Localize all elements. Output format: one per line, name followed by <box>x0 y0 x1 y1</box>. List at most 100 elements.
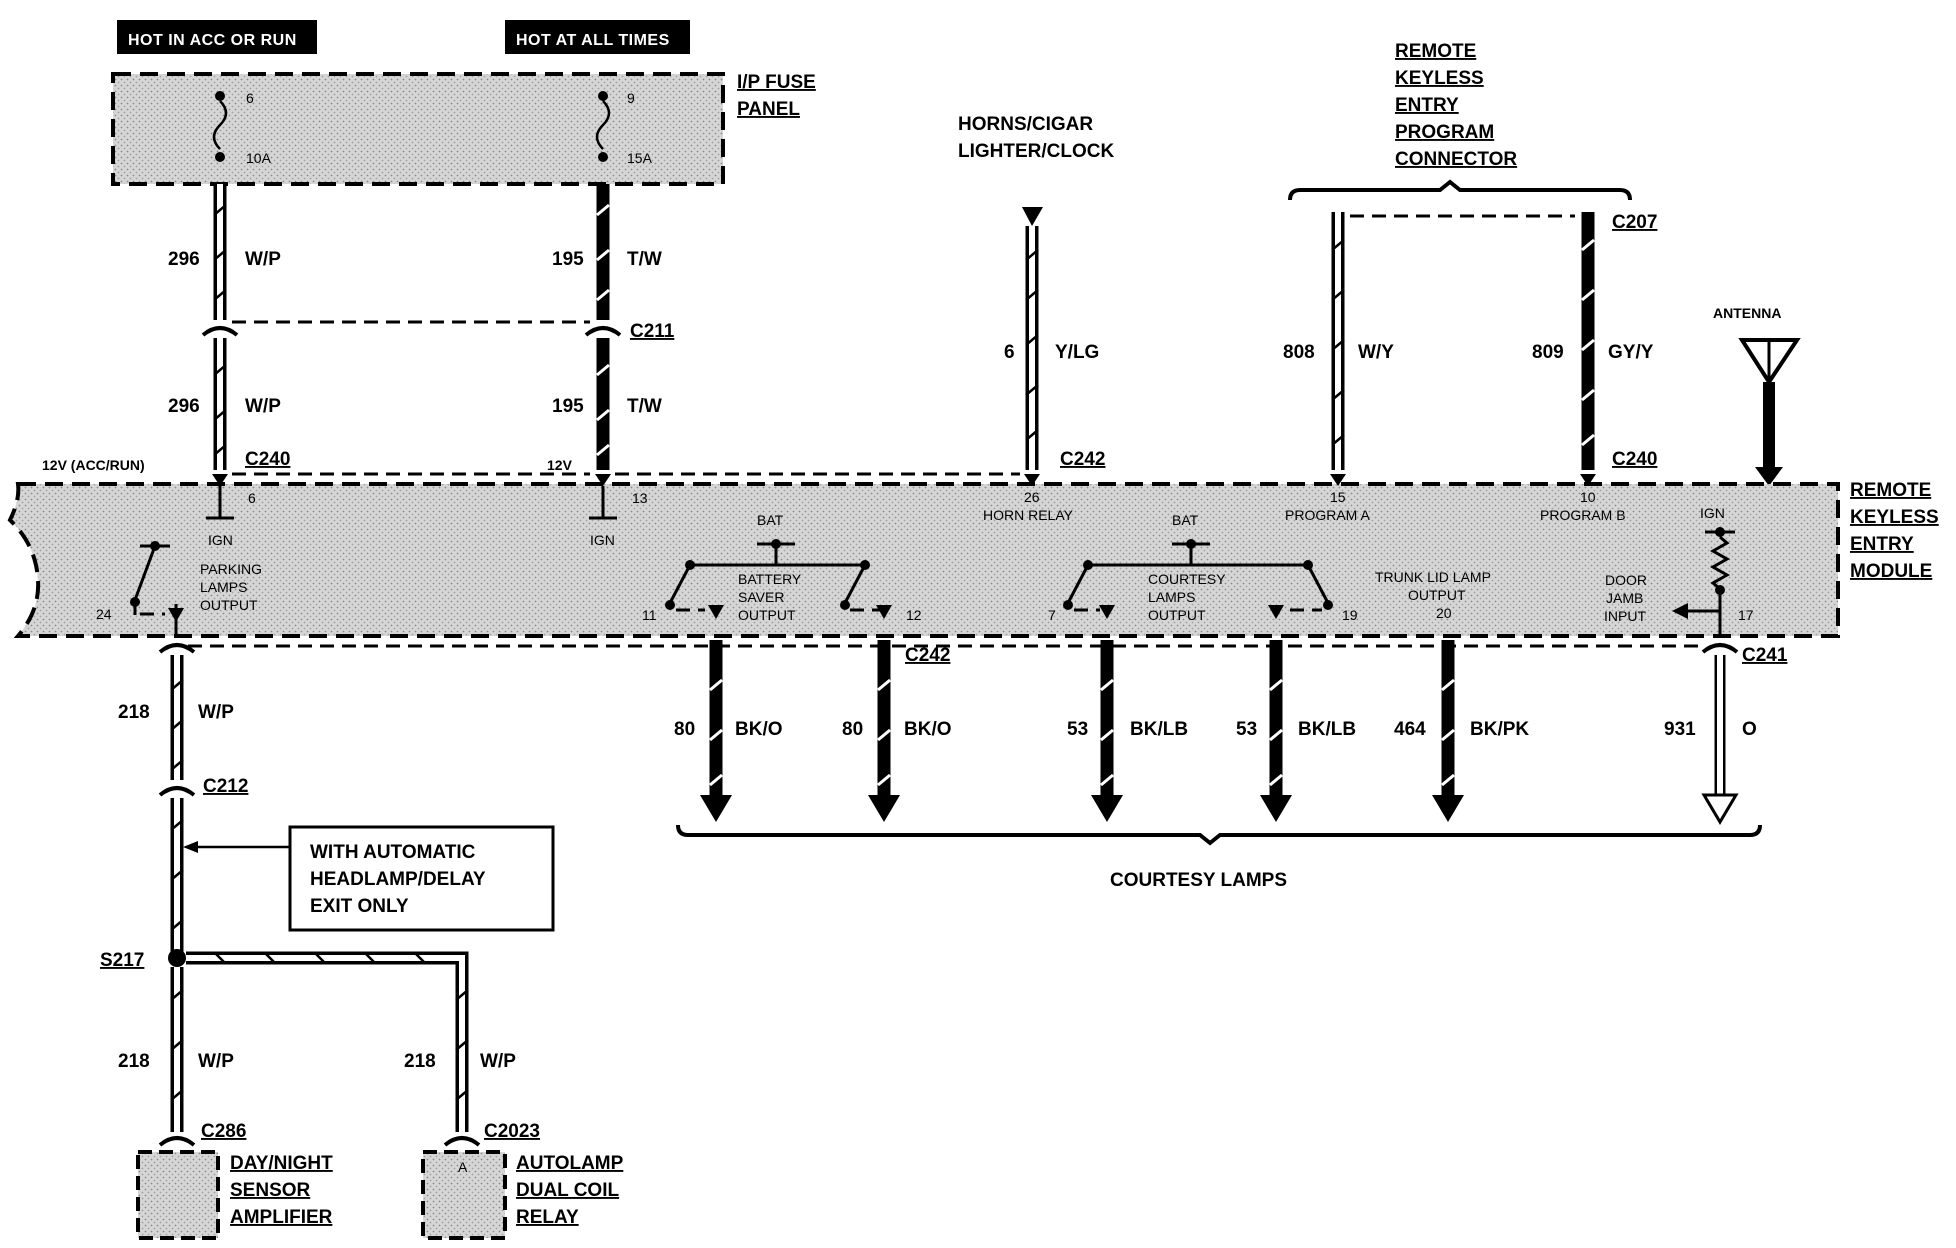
wire-195 <box>584 184 622 470</box>
c241-label: C241 <box>1742 645 1788 666</box>
wire-296b-number: 296 <box>168 396 200 417</box>
pin12-label: 12 <box>906 607 922 623</box>
wire-53a-number: 53 <box>1067 719 1088 740</box>
horns-label-2: LIGHTER/CLOCK <box>958 141 1114 162</box>
c286-label: C286 <box>201 1121 246 1142</box>
ign2-label: IGN <box>590 532 615 548</box>
wire-808-number: 808 <box>1283 342 1315 363</box>
v12-label: 12V <box>547 457 573 473</box>
autolamp-label-1: AUTOLAMP <box>516 1153 624 1174</box>
pin19-label: 19 <box>1342 607 1358 623</box>
pin15-label: 15 <box>1330 489 1346 505</box>
ip-fuse-panel: 6 10A 9 15A <box>111 72 725 186</box>
c242-bottom-label: C242 <box>905 645 950 666</box>
courtesy-label-1: COURTESY <box>1148 571 1226 587</box>
wire-80b-number: 80 <box>842 719 863 740</box>
pin17-label: 17 <box>1738 607 1754 623</box>
fuse-panel-title-2: PANEL <box>737 99 800 120</box>
wire-296-color: W/P <box>245 249 281 270</box>
wire-195b-color: T/W <box>627 396 662 417</box>
wire-809-color: GY/Y <box>1608 342 1654 363</box>
v12-accrun-label: 12V (ACC/RUN) <box>42 457 145 473</box>
wire-218b-color: W/P <box>198 1051 234 1072</box>
wire-218c-number: 218 <box>404 1051 436 1072</box>
wire-464-color: BK/PK <box>1470 719 1529 740</box>
wire-808 <box>1331 212 1345 470</box>
wire-80a-number: 80 <box>674 719 695 740</box>
rke-prog-title-5: CONNECTOR <box>1395 149 1517 170</box>
rke-prog-title-2: KEYLESS <box>1395 68 1484 89</box>
header-hot-acc-run-label: HOT IN ACC OR RUN <box>128 32 297 49</box>
courtesy-lamps-switch-symbol <box>1063 539 1333 619</box>
wire-931-number: 931 <box>1664 719 1696 740</box>
wire-464 <box>1432 640 1464 822</box>
daynight-label-1: DAY/NIGHT <box>230 1153 333 1174</box>
header-hot-acc-run: HOT IN ACC OR RUN <box>117 20 317 54</box>
header-hot-all-times: HOT AT ALL TIMES <box>505 20 690 54</box>
rke-prog-bracket <box>1288 179 1632 201</box>
horns-label-1: HORNS/CIGAR <box>958 114 1093 135</box>
wire-218c-color: W/P <box>480 1051 516 1072</box>
automatic-headlamp-note-box: WITH AUTOMATIC HEADLAMP/DELAY EXIT ONLY <box>183 825 555 932</box>
wire-218 <box>158 643 196 1147</box>
battery-label-2: SAVER <box>738 589 784 605</box>
c242-top-label: C242 <box>1060 449 1105 470</box>
c211-label: C211 <box>630 321 675 342</box>
fuse-panel-title-1: I/P FUSE <box>737 72 816 93</box>
antenna-label: ANTENNA <box>1713 305 1781 321</box>
wire-53b-color: BK/LB <box>1298 719 1356 740</box>
battery-saver-switch-symbol <box>665 539 892 619</box>
module-title-2: KEYLESS <box>1850 507 1939 528</box>
antenna-icon <box>1738 338 1801 486</box>
wire-296 <box>201 184 239 470</box>
wire-53a-color: BK/LB <box>1130 719 1188 740</box>
wire-218-branch <box>186 951 481 1147</box>
rke-prog-title-4: PROGRAM <box>1395 122 1494 143</box>
wire-53a <box>1091 640 1123 822</box>
wire-80b <box>868 640 900 822</box>
fuse1-rating: 10A <box>246 150 272 166</box>
pin6-ign-symbol <box>206 474 234 520</box>
wire-218-color: W/P <box>198 702 234 723</box>
rke-prog-title-3: ENTRY <box>1395 95 1459 116</box>
header-hot-all-times-label: HOT AT ALL TIMES <box>516 32 670 49</box>
trunk-label-1: TRUNK LID LAMP <box>1375 569 1491 585</box>
note-line-1: WITH AUTOMATIC <box>310 842 476 863</box>
courtesy-label-3: OUTPUT <box>1148 607 1206 623</box>
program-b-label: PROGRAM B <box>1540 507 1626 523</box>
wire-296b-color: W/P <box>245 396 281 417</box>
courtesy-lamps-bracket <box>676 824 1762 846</box>
autolamp-label-3: RELAY <box>516 1207 579 1228</box>
autolamp-label-2: DUAL COIL <box>516 1180 619 1201</box>
wire-6-color: Y/LG <box>1055 342 1099 363</box>
wire-80b-color: BK/O <box>904 719 952 740</box>
parking-label-3: OUTPUT <box>200 597 258 613</box>
pin6-label: 6 <box>248 490 256 506</box>
battery-label-3: OUTPUT <box>738 607 796 623</box>
c240-right-label: C240 <box>1612 449 1657 470</box>
wire-195b-number: 195 <box>552 396 584 417</box>
ign1-label: IGN <box>208 532 233 548</box>
pin13-label: 13 <box>632 490 648 506</box>
wire-931 <box>1701 643 1739 825</box>
bat2-label: BAT <box>1172 512 1199 528</box>
wire-80a <box>700 640 732 822</box>
wire-218b-number: 218 <box>118 1051 150 1072</box>
fuse2-number: 9 <box>627 90 635 106</box>
daynight-label-3: AMPLIFIER <box>230 1207 333 1228</box>
pin20-label: 20 <box>1436 605 1452 621</box>
module-title-4: MODULE <box>1850 561 1932 582</box>
note-line-3: EXIT ONLY <box>310 896 409 917</box>
program-a-label: PROGRAM A <box>1285 507 1370 523</box>
c2023-label: C2023 <box>484 1121 540 1142</box>
trunk-label-2: OUTPUT <box>1408 587 1466 603</box>
door-label-1: DOOR <box>1605 572 1647 588</box>
wire-296-number: 296 <box>168 249 200 270</box>
wire-53b-number: 53 <box>1236 719 1257 740</box>
c212-label: C212 <box>203 776 248 797</box>
rke-module-body <box>7 482 1840 638</box>
autolamp-dual-coil-relay-box: A <box>421 1150 507 1240</box>
wire-6-number: 6 <box>1004 342 1015 363</box>
pin10-label: 10 <box>1580 489 1596 505</box>
